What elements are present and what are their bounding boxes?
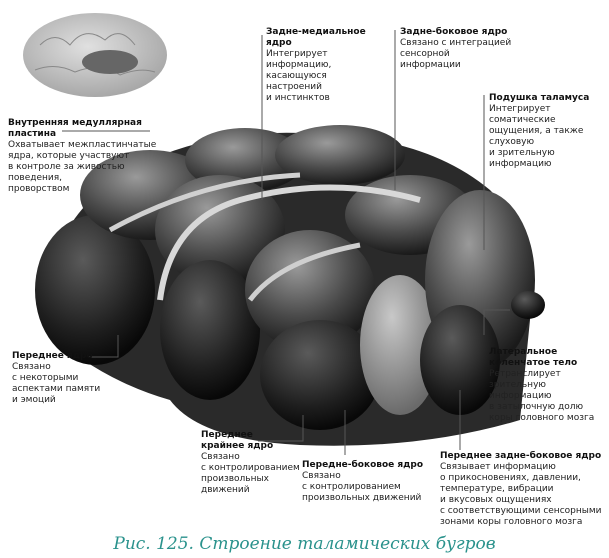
brain-icon [23,13,167,97]
label-pulvinar: Подушка таламуса Интегрирует соматически… [489,93,589,170]
leader-lines [62,30,510,455]
label-internal-medullary-lamina: Внутренняя медуллярная пластина Охватыва… [8,118,156,195]
label-anterior-nucleus: Переднее ядро Связано с некоторыми аспек… [12,351,100,406]
label-title: Задне-боковое ядро [400,27,508,37]
label-anterior-extreme-nucleus: Переднее крайнее ядро Связано с контроли… [201,430,300,496]
label-text: Интегрирует информацию, касающуюся настр… [266,49,332,103]
label-title: Подушка таламуса [489,93,590,103]
thalamus-model [35,125,545,446]
label-text: Связывает информацию о прикосновениях, д… [440,462,602,527]
figure-caption: Рис. 125. Строение таламических бугров [113,534,496,554]
label-text: Связано с контролированием произвольных … [302,471,422,503]
label-title: Передне-боковое ядро [302,460,424,470]
label-text: Интегрирует соматические ощущения, а так… [489,104,584,169]
label-posterolateral-nucleus: Задне-боковое ядро Связано с интеграцией… [400,27,511,71]
label-title: Задне-медиальное ядро [266,27,366,48]
label-ventral-posterolateral-nucleus: Переднее задне-боковое ядро Связывает ин… [440,451,602,528]
label-text: Ретранслирует зрительную информацию в за… [489,369,595,423]
label-text: Связано с некоторыми аспектами памяти и … [12,362,101,405]
label-lateral-geniculate-body: Латеральное коленчатое тело Ретранслируе… [489,347,594,424]
label-text: Связано с контролированием произвольных … [201,452,300,495]
label-text: Охватывает межпластинчатые ядра, которые… [8,140,157,194]
label-title: Переднее крайнее ядро [201,430,274,451]
label-title: Латеральное коленчатое тело [489,347,578,368]
label-title: Переднее задне-боковое ядро [440,451,602,461]
label-anterolateral-nucleus: Передне-боковое ядро Связано с контролир… [302,460,423,504]
label-text: Связано с интеграцией сенсорной информац… [400,38,512,70]
label-posteromedial-nucleus: Задне-медиальное ядро Интегрирует информ… [266,27,366,104]
label-title: Внутренняя медуллярная пластина [8,118,142,139]
label-title: Переднее ядро [12,351,93,361]
